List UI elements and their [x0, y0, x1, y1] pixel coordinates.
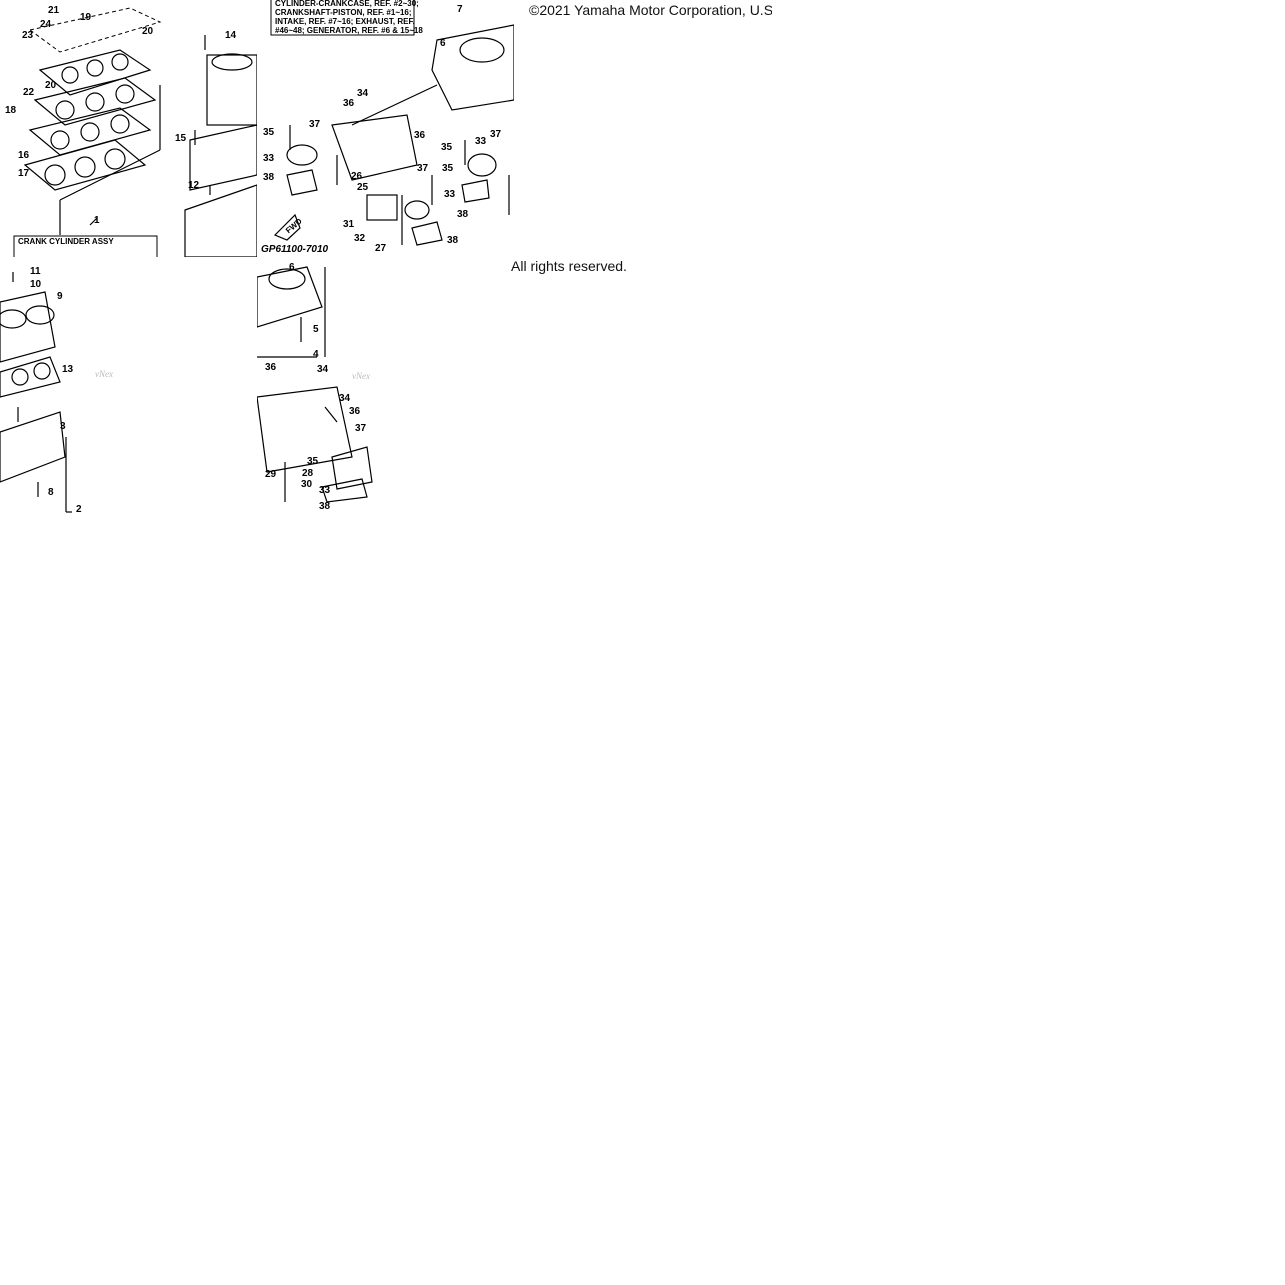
part-label: 1: [94, 215, 100, 226]
copyright-line-1: ©2021 Yamaha Motor Corporation, U.S.A. A: [529, 2, 772, 18]
part-label: 27: [375, 243, 387, 254]
part-label: 33: [263, 153, 275, 164]
part-label: 6: [440, 38, 446, 49]
part-label: 32: [354, 233, 366, 244]
note-line: CRANKSHAFT-PISTON, REF. #1~16;: [275, 8, 412, 17]
note-line: INTAKE, REF. #7~16; EXHAUST, REF.: [275, 17, 415, 26]
part-label: 19: [80, 12, 92, 23]
part-label: 24: [40, 19, 52, 30]
part-label: 37: [309, 119, 321, 130]
part-label: 2: [76, 504, 82, 514]
part-label: 37: [490, 129, 502, 140]
part-label: 18: [5, 105, 17, 116]
watermark: vNex: [352, 371, 370, 381]
part-label: 4: [313, 349, 319, 360]
part-label: 9: [57, 291, 63, 302]
front-mount-drawing: 6 5 4 36 34 34 36 37 35 28 29 30 33 38 v…: [257, 262, 373, 512]
part-label: 10: [30, 279, 42, 290]
part-label: 34: [357, 88, 369, 99]
part-label: 11: [30, 266, 41, 277]
part-label: 29: [265, 469, 277, 480]
part-label: 13: [62, 364, 74, 375]
part-label: 20: [45, 80, 57, 91]
part-label: 23: [22, 30, 34, 41]
diagram-tile-engine-mount: CYLINDER-CRANKCASE, REF. #2~30; CRANKSHA…: [257, 0, 514, 257]
part-label: 37: [355, 423, 367, 434]
part-label: 26: [351, 171, 363, 182]
diagram-tile-cylinder-head: 21 19 20 23 24 20 22 18 16 17 14 15 12 1…: [0, 0, 257, 257]
part-label: 6: [289, 262, 295, 273]
part-label: 38: [457, 209, 469, 220]
part-label: 35: [307, 456, 319, 467]
part-label: 28: [302, 468, 314, 479]
part-label: 35: [441, 142, 453, 153]
part-label: 12: [188, 180, 200, 191]
part-label: 36: [349, 406, 361, 417]
part-label: 36: [343, 98, 355, 109]
part-label: 14: [225, 30, 237, 41]
part-label: 31: [343, 219, 355, 230]
note-line: CYLINDER-CRANKCASE, REF. #2~30;: [275, 0, 419, 8]
part-label: 38: [263, 172, 275, 183]
part-label: 33: [475, 136, 487, 147]
watermark: vNex: [95, 369, 113, 379]
part-label: 7: [457, 4, 463, 15]
copyright-line-2: All rights reserved.: [511, 258, 627, 274]
part-label: 16: [18, 150, 30, 161]
part-label: 15: [175, 133, 187, 144]
figure-code: GP61100-7010: [261, 244, 329, 255]
part-label: 3: [60, 421, 66, 432]
part-label: 8: [48, 487, 54, 498]
part-label: 35: [263, 127, 275, 138]
part-label: 33: [319, 485, 331, 496]
part-label: 38: [319, 501, 331, 512]
engine-mount-drawing: CYLINDER-CRANKCASE, REF. #2~30; CRANKSHA…: [261, 0, 514, 255]
part-label: 33: [444, 189, 456, 200]
part-label: 30: [301, 479, 313, 490]
part-label: 20: [142, 26, 154, 37]
fwd-label: FWD: [284, 216, 304, 235]
crankcase-drawing: 11 10 9 13 3 8 2 vNex: [0, 266, 113, 514]
part-label: 34: [339, 393, 351, 404]
part-label: 36: [414, 130, 426, 141]
box-title: CRANK CYLINDER ASSY: [18, 237, 114, 246]
part-label: 22: [23, 87, 35, 98]
part-label: 25: [357, 182, 369, 193]
part-label: 17: [18, 168, 30, 179]
part-label: 38: [447, 235, 459, 246]
part-label: 5: [313, 324, 319, 335]
part-label: 21: [48, 5, 60, 16]
diagram-tile-crankcase: 11 10 9 13 3 8 2 vNex: [0, 257, 257, 514]
diagram-tile-front-mount: 6 5 4 36 34 34 36 37 35 28 29 30 33 38 v…: [257, 257, 514, 514]
part-label: 34: [317, 364, 329, 375]
note-line: #46~48; GENERATOR, REF. #6 & 15~18: [275, 26, 423, 35]
part-label: 36: [265, 362, 277, 373]
cylinder-head-drawing: 21 19 20 23 24 20 22 18 16 17 14 15 12 1…: [5, 5, 257, 257]
part-label: 37: [417, 163, 429, 174]
part-label: 35: [442, 163, 454, 174]
